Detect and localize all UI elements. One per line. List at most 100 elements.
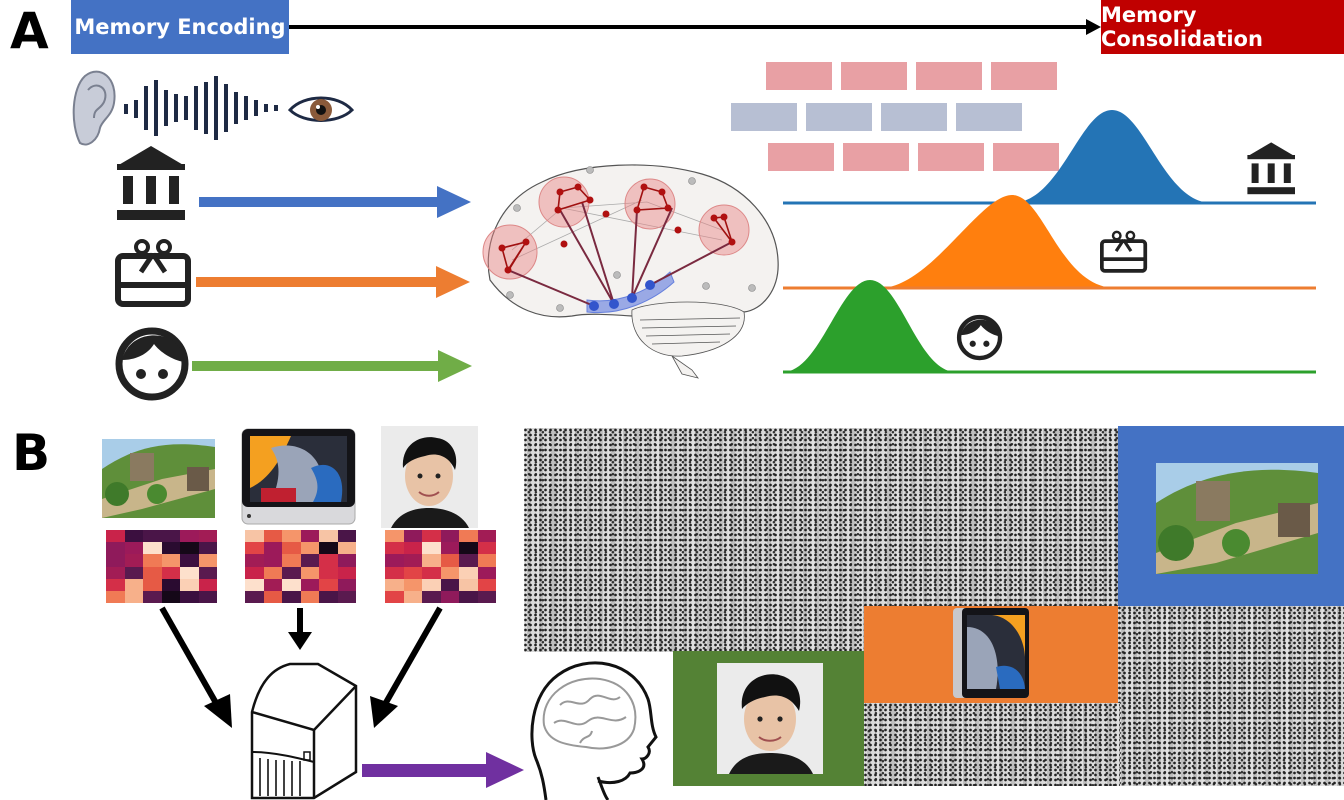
heatmap-cell — [282, 566, 301, 579]
heatmap-cell — [245, 530, 264, 543]
brick — [916, 62, 982, 90]
heatmap-cell — [282, 542, 301, 555]
heatmap-cell — [180, 566, 199, 579]
timeline-arrow — [289, 19, 1101, 35]
heatmap-cell — [245, 566, 264, 579]
heatmap-cell — [198, 578, 217, 591]
heatmap-cell — [422, 590, 441, 603]
heatmap-cell — [282, 530, 301, 543]
heatmap-cell — [106, 566, 125, 579]
heatmap-cell — [124, 542, 143, 555]
heatmap-cell — [477, 542, 496, 555]
heatmap-cell — [385, 566, 404, 579]
memory-consolidation-label: Memory Consolidation — [1101, 0, 1344, 54]
heatmap-cell — [180, 530, 199, 543]
heatmap-cell — [440, 590, 459, 603]
heatmap-cell — [300, 578, 319, 591]
heatmap-cell — [180, 554, 199, 567]
heatmap-cell — [422, 554, 441, 567]
brick — [731, 103, 797, 131]
heatmap-cell — [440, 554, 459, 567]
heatmap-cell — [198, 590, 217, 603]
brick — [766, 62, 832, 90]
brick — [843, 143, 909, 171]
face-icon — [115, 327, 189, 401]
peak-object — [880, 195, 1116, 288]
heatmap-cell — [106, 554, 125, 567]
sound-wave-bars — [124, 76, 278, 140]
heatmap-cell — [124, 530, 143, 543]
tablet-photo — [241, 428, 356, 525]
heatmap-cell — [319, 590, 338, 603]
heatmap-cell — [143, 590, 162, 603]
brick — [881, 103, 947, 131]
heatmap-cell — [245, 578, 264, 591]
heatmap-cell — [422, 566, 441, 579]
heatmap-cell — [477, 590, 496, 603]
brick — [768, 143, 834, 171]
heatmap-cell — [477, 530, 496, 543]
neural-pattern-heatmap — [245, 530, 356, 603]
heatmap-cell — [319, 578, 338, 591]
heatmap-cell — [459, 590, 478, 603]
heatmap-cell — [282, 590, 301, 603]
heatmap-cell — [198, 542, 217, 555]
heatmap-cell — [422, 542, 441, 555]
heatmap-cell — [440, 530, 459, 543]
heatmap-cell — [403, 554, 422, 567]
heatmap-cell — [337, 530, 356, 543]
eye-icon — [287, 96, 355, 122]
brick — [991, 62, 1057, 90]
heatmap-cell — [263, 566, 282, 579]
heatmap-cell — [403, 542, 422, 555]
heatmap-cell — [459, 554, 478, 567]
ear-icon — [72, 70, 116, 146]
heatmap-cell — [143, 542, 162, 555]
heatmap-cell — [124, 590, 143, 603]
heatmap-cell — [403, 590, 422, 603]
heatmap-cell — [124, 578, 143, 591]
heatmap-cell — [300, 566, 319, 579]
neural-pattern-heatmap — [385, 530, 496, 603]
face-photo — [717, 663, 823, 774]
neural-noise-field — [1118, 606, 1344, 786]
heatmap-cell — [263, 530, 282, 543]
head-brain-icon — [530, 661, 658, 800]
heatmap-cell — [459, 578, 478, 591]
face-photo — [381, 426, 478, 528]
heatmap-cell — [180, 590, 199, 603]
brain-outline — [487, 164, 779, 319]
bank-icon — [1247, 142, 1295, 195]
heatmap-cell — [422, 530, 441, 543]
blue-arrow — [199, 186, 471, 218]
brick — [993, 143, 1059, 171]
great-wall-photo — [102, 439, 215, 518]
heatmap-cell — [319, 542, 338, 555]
heatmap-cell — [477, 554, 496, 567]
heatmap-cell — [124, 566, 143, 579]
heatmap-cell — [282, 578, 301, 591]
heatmap-cell — [161, 530, 180, 543]
heatmap-cell — [300, 554, 319, 567]
heatmap-cell — [300, 530, 319, 543]
heatmap-cell — [385, 554, 404, 567]
heatmap-cell — [337, 590, 356, 603]
brick — [841, 62, 907, 90]
consolidation-curves — [783, 110, 1316, 374]
heatmap-cell — [282, 554, 301, 567]
heatmap-cell — [245, 590, 264, 603]
heatmap-cell — [263, 542, 282, 555]
heatmap-cell — [106, 530, 125, 543]
heatmap-cell — [459, 530, 478, 543]
heatmap-cell — [337, 542, 356, 555]
heatmap-cell — [143, 578, 162, 591]
heatmap-cell — [143, 566, 162, 579]
cortical-node-cluster — [482, 224, 538, 280]
heatmap-cell — [422, 578, 441, 591]
memory-encoding-label: Memory Encoding — [71, 0, 289, 54]
heatmap-cell — [161, 590, 180, 603]
heatmap-cell — [477, 578, 496, 591]
peak-landmark — [1012, 110, 1212, 203]
computer-server-icon — [250, 662, 358, 800]
panel-label-a: A — [10, 2, 49, 60]
